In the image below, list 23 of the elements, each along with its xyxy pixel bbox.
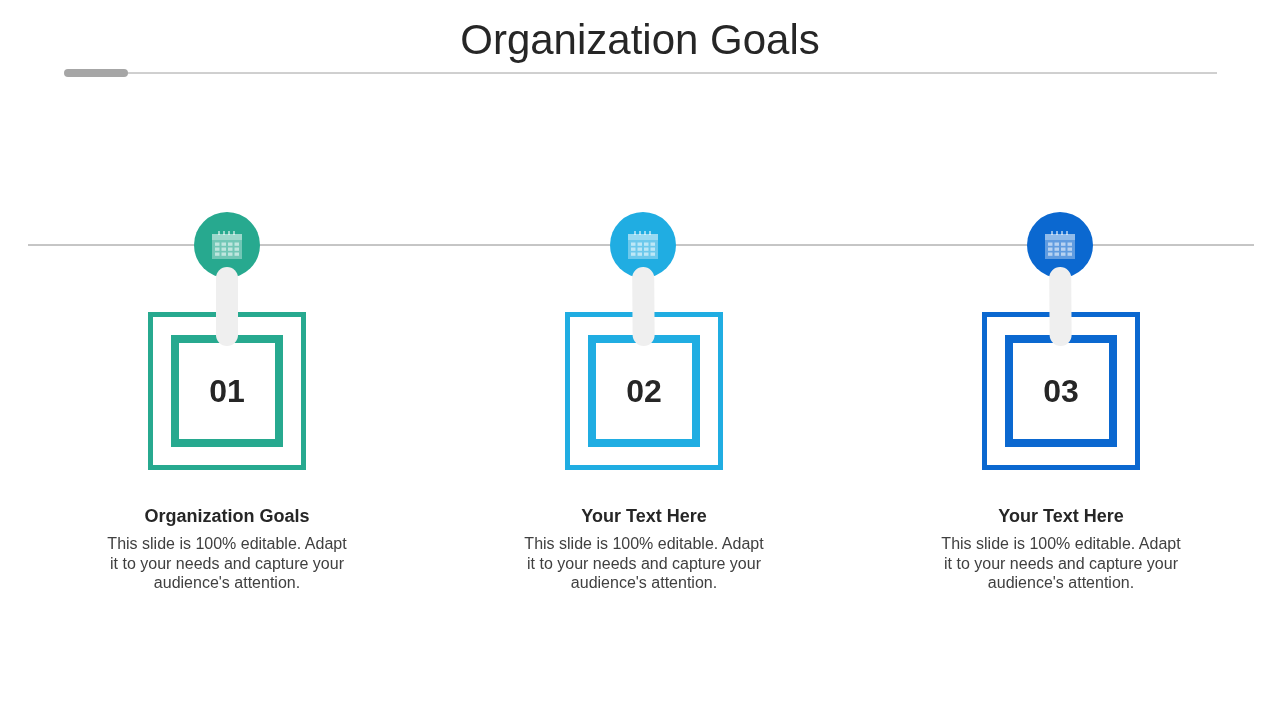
connector-line bbox=[259, 244, 611, 246]
number-frame bbox=[171, 335, 283, 447]
step-number: 01 bbox=[209, 373, 245, 409]
outer-frame bbox=[148, 312, 306, 470]
item-description: This slide is 100% editable. Adapt it to your needs and capture your audience's attention. bbox=[940, 534, 1182, 593]
item-description: This slide is 100% editable. Adapt it to your needs and capture your audience's attention. bbox=[106, 534, 348, 593]
connector-bar bbox=[216, 267, 238, 346]
step-number: 03 bbox=[1043, 373, 1079, 409]
item-heading: Your Text Here bbox=[581, 505, 707, 528]
connector-bar bbox=[1049, 267, 1072, 346]
connector-line bbox=[675, 244, 1028, 246]
outer-frame bbox=[565, 312, 723, 470]
number-frame bbox=[588, 335, 700, 447]
slide-title: Organization Goals bbox=[459, 16, 821, 64]
connector-line bbox=[1092, 244, 1255, 246]
step-number: 02 bbox=[626, 373, 662, 409]
number-frame bbox=[1005, 335, 1117, 447]
item-description: This slide is 100% editable. Adapt it to your needs and capture your audience's attention. bbox=[523, 534, 765, 593]
connector-bar bbox=[632, 267, 655, 346]
item-heading: Your Text Here bbox=[998, 505, 1124, 528]
connector-line bbox=[27, 244, 195, 246]
item-heading: Organization Goals bbox=[144, 505, 310, 528]
outer-frame bbox=[982, 312, 1140, 470]
